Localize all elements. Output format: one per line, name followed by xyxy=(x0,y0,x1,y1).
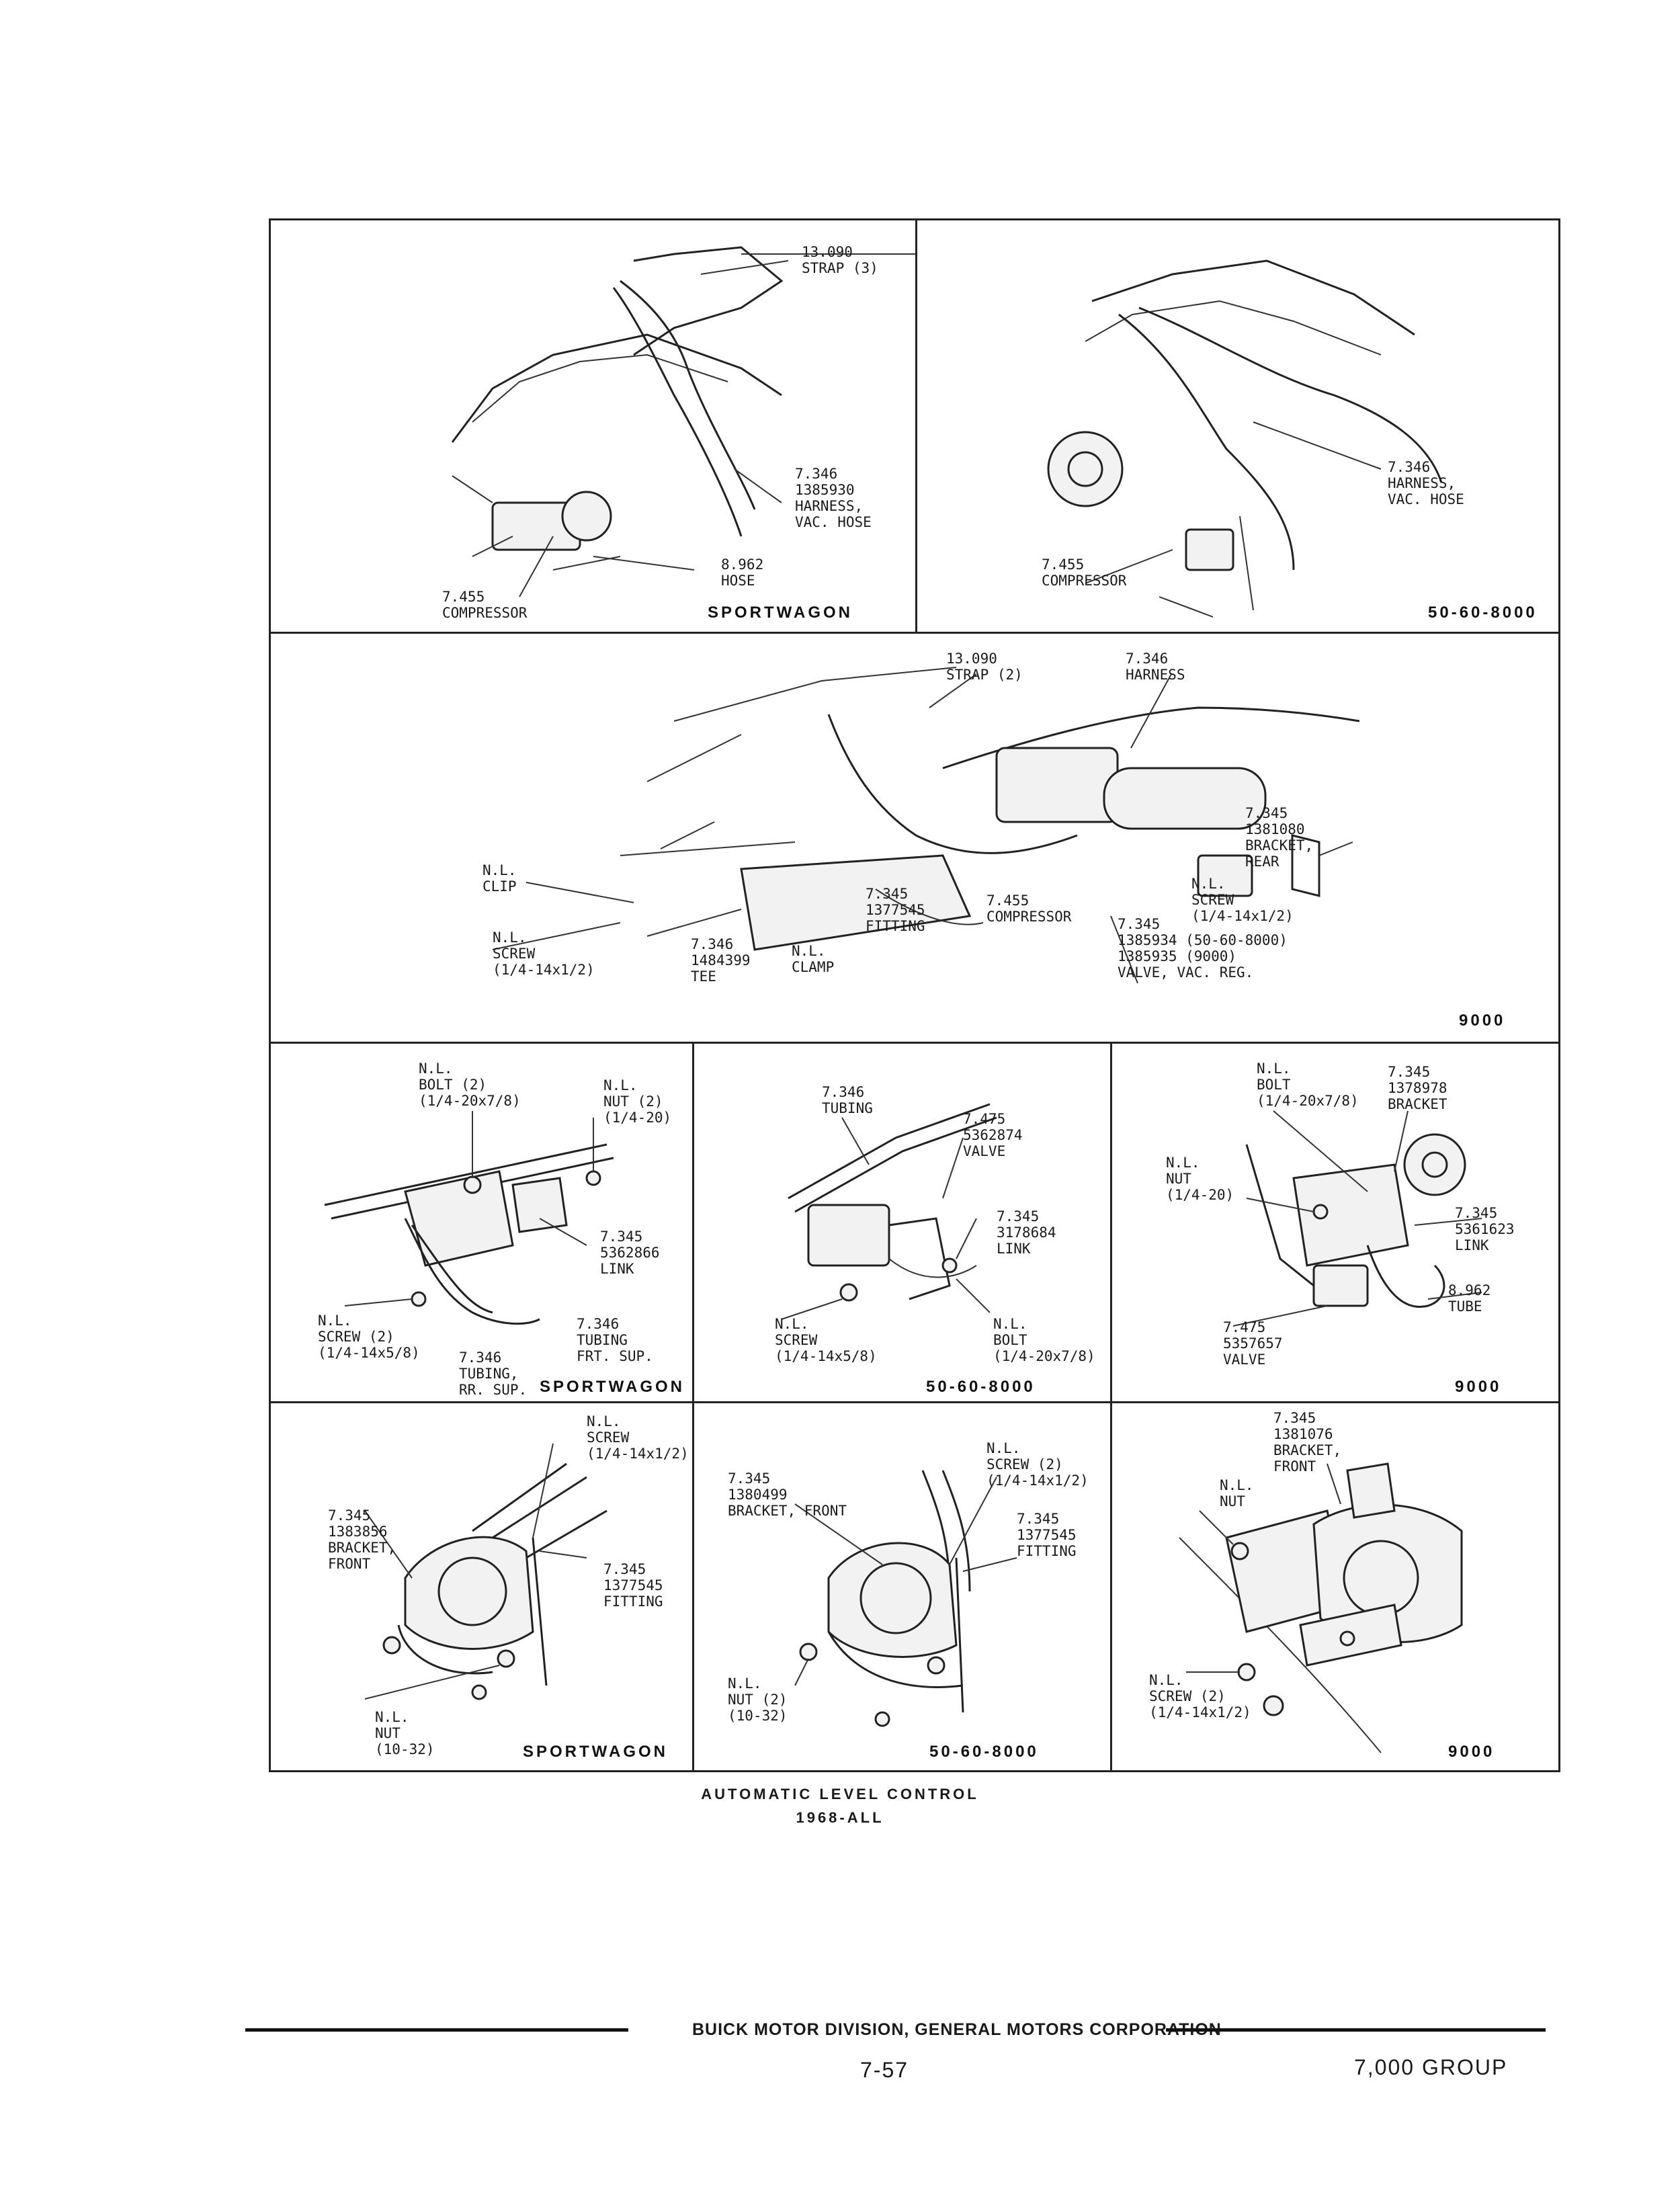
label-nut: N.L. NUT (1/4-20) xyxy=(1166,1155,1234,1203)
panel-50-60-8000-link: 7.346 TUBING 7.475 5362874 VALVE 7.345 3… xyxy=(694,1044,1112,1403)
panel-sportwagon-link: N.L. BOLT (2) (1/4-20x7/8) N.L. NUT (2) … xyxy=(271,1044,694,1403)
group-label: 7,000 GROUP xyxy=(1354,2055,1508,2079)
valve-illustration xyxy=(781,1103,997,1320)
label-compressor: 7.455 COMPRESSOR xyxy=(986,892,1072,925)
panel-50-60-8000-compressor: 7.346 HARNESS, VAC. HOSE 7.455 COMPRESSO… xyxy=(917,220,1558,634)
label-link: 7.345 3178684 LINK xyxy=(997,1208,1056,1257)
illustration-frame: 13.090 STRAP (3) 7.346 1385930 HARNESS, … xyxy=(269,218,1560,1772)
label-fitting: 7.345 1377545 FITTING xyxy=(1017,1511,1077,1559)
panel-9000-link: N.L. BOLT (1/4-20x7/8) 7.345 1378978 BRA… xyxy=(1112,1044,1558,1403)
panel-tag: SPORTWAGON xyxy=(540,1378,685,1396)
footer-division: BUICK MOTOR DIVISION, GENERAL MOTORS COR… xyxy=(692,2020,1222,2039)
link-illustration xyxy=(324,1111,614,1325)
label-link: 7.345 5361623 LINK xyxy=(1455,1205,1515,1253)
panel-tag: 50-60-8000 xyxy=(929,1743,1039,1761)
label-nut: N.L. NUT xyxy=(1220,1477,1254,1509)
label-hose: 8.962 HOSE xyxy=(721,556,764,589)
label-fitting: 7.345 1377545 FITTING xyxy=(866,886,925,934)
label-screw: N.L. SCREW (1/4-14x5/8) xyxy=(775,1316,877,1364)
label-screw: N.L. SCREW (1/4-14x1/2) xyxy=(587,1413,689,1462)
label-tubing-rr: 7.346 TUBING, RR. SUP. xyxy=(459,1349,528,1398)
panel-50-60-8000-bracket: N.L. SCREW (2) (1/4-14x1/2) 7.345 138049… xyxy=(694,1403,1112,1770)
label-bracket: 7.345 1378978 BRACKET xyxy=(1388,1064,1447,1112)
label-valve-vac-reg: 7.345 1385934 (50-60-8000) 1385935 (9000… xyxy=(1118,916,1288,981)
label-clamp: N.L. CLAMP xyxy=(792,943,835,975)
bracket-illustration xyxy=(364,1443,607,1700)
label-harness: 7.346 HARNESS xyxy=(1126,651,1185,683)
label-compressor: 7.455 COMPRESSOR xyxy=(442,589,528,621)
label-bolt: N.L. BOLT (1/4-20x7/8) xyxy=(993,1316,1095,1364)
bracket-illustration xyxy=(794,1470,1017,1727)
label-tube: 8.962 TUBE xyxy=(1448,1282,1491,1315)
label-harness: 7.346 HARNESS, VAC. HOSE xyxy=(1388,459,1464,507)
page-number: 7-57 xyxy=(860,2058,909,2082)
label-clip: N.L. CLIP xyxy=(482,862,517,895)
panel-9000-compressor: 13.090 STRAP (2) 7.346 HARNESS 7.345 138… xyxy=(271,634,1558,1044)
panel-tag: 50-60-8000 xyxy=(926,1378,1036,1396)
footer-rule-left xyxy=(245,2028,628,2032)
label-harness: 7.346 1385930 HARNESS, VAC. HOSE xyxy=(795,466,872,530)
label-screw-left: N.L. SCREW (1/4-14x1/2) xyxy=(493,929,595,978)
label-strap: 13.090 STRAP (3) xyxy=(802,244,878,276)
label-screw: N.L. SCREW (2) (1/4-14x5/8) xyxy=(318,1313,420,1361)
panel-tag: 9000 xyxy=(1448,1743,1495,1761)
label-tubing: 7.346 TUBING xyxy=(822,1084,873,1116)
engine-illustration xyxy=(492,667,1360,984)
label-bolt: N.L. BOLT (2) (1/4-20x7/8) xyxy=(419,1061,521,1109)
label-bracket-front: 7.345 1380499 BRACKET, FRONT xyxy=(728,1470,847,1519)
engine-illustration xyxy=(1047,259,1443,618)
panel-tag: 9000 xyxy=(1459,1011,1506,1030)
label-nut: N.L. NUT (2) (1/4-20) xyxy=(603,1077,672,1126)
label-screw-right: N.L. SCREW (1/4-14x1/2) xyxy=(1191,876,1294,924)
label-fitting: 7.345 1377545 FITTING xyxy=(603,1561,663,1610)
label-compressor: 7.455 COMPRESSOR xyxy=(1042,556,1127,589)
panel-tag: 9000 xyxy=(1455,1378,1502,1396)
label-valve: 7.475 5357657 VALVE xyxy=(1223,1319,1283,1368)
label-tubing-frt: 7.346 TUBING FRT. SUP. xyxy=(577,1316,653,1364)
engine-illustration xyxy=(451,246,915,597)
label-bracket-front: 7.345 1381076 BRACKET, FRONT xyxy=(1273,1410,1342,1474)
label-nut: N.L. NUT (2) (10-32) xyxy=(728,1675,788,1724)
figure-caption-year: 1968-ALL xyxy=(796,1809,884,1826)
panel-tag: 50-60-8000 xyxy=(1428,604,1538,622)
label-nut: N.L. NUT (10-32) xyxy=(375,1709,435,1757)
panel-tag: SPORTWAGON xyxy=(708,604,853,622)
footer-rule-right xyxy=(1166,2028,1546,2032)
label-valve: 7.475 5362874 VALVE xyxy=(963,1111,1023,1159)
label-bolt: N.L. BOLT (1/4-20x7/8) xyxy=(1257,1061,1359,1109)
figure-caption: AUTOMATIC LEVEL CONTROL xyxy=(701,1786,979,1802)
valve-illustration xyxy=(1232,1110,1482,1327)
panel-sportwagon-compressor: 13.090 STRAP (3) 7.346 1385930 HARNESS, … xyxy=(271,220,917,634)
label-bracket-front: 7.345 1383856 BRACKET, FRONT xyxy=(328,1507,396,1572)
label-screw: N.L. SCREW (2) (1/4-14x1/2) xyxy=(1149,1672,1251,1720)
label-tee: 7.346 1484399 TEE xyxy=(691,936,751,985)
bracket-illustration xyxy=(1179,1462,1463,1753)
label-strap: 13.090 STRAP (2) xyxy=(946,651,1023,683)
label-screw: N.L. SCREW (2) (1/4-14x1/2) xyxy=(986,1440,1089,1489)
panel-sportwagon-bracket: N.L. SCREW (1/4-14x1/2) 7.345 1383856 BR… xyxy=(271,1403,694,1770)
label-link: 7.345 5362866 LINK xyxy=(600,1229,660,1277)
panel-tag: SPORTWAGON xyxy=(523,1743,669,1761)
label-bracket-rear: 7.345 1381080 BRACKET, REAR xyxy=(1245,805,1314,870)
panel-9000-bracket: 7.345 1381076 BRACKET, FRONT N.L. NUT N.… xyxy=(1112,1403,1558,1770)
